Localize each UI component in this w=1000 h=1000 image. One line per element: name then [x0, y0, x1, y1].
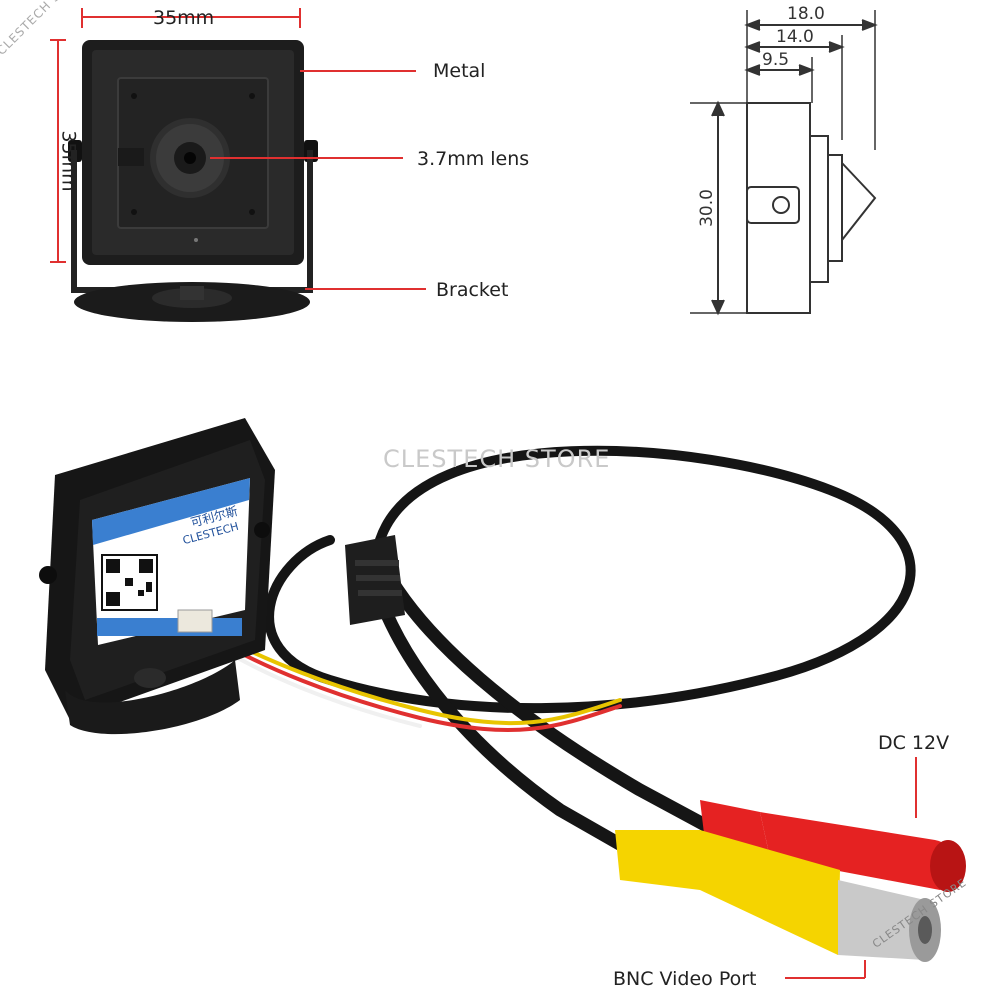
- front-width-dimension: 35mm: [153, 7, 215, 29]
- metal-label: Metal: [433, 60, 486, 82]
- bnc-video-port-label: BNC Video Port: [613, 968, 757, 990]
- bracket: [71, 150, 313, 322]
- side-dimension-9-5: 9.5: [762, 50, 790, 70]
- camera-front: [68, 40, 318, 265]
- front-height-dimension: 35mm: [57, 130, 80, 192]
- watermark-center: CLESTECH STORE: [383, 445, 611, 473]
- lens-label: 3.7mm lens: [417, 148, 530, 170]
- cable: [198, 445, 916, 857]
- bnc-video-connector: [615, 830, 941, 962]
- side-dimension-30: 30.0: [696, 189, 717, 227]
- side-dimension-18: 18.0: [787, 4, 825, 24]
- camera-rear: [39, 418, 275, 735]
- height-dimension-line: [50, 39, 66, 263]
- lens: [118, 118, 230, 198]
- cable-splitter: [345, 535, 405, 625]
- width-dimension-line: [81, 8, 301, 28]
- bracket-label: Bracket: [436, 279, 509, 301]
- side-dimension-14: 14.0: [776, 27, 814, 47]
- dc-12v-label: DC 12V: [878, 732, 950, 754]
- side-view-drawing: [690, 10, 878, 316]
